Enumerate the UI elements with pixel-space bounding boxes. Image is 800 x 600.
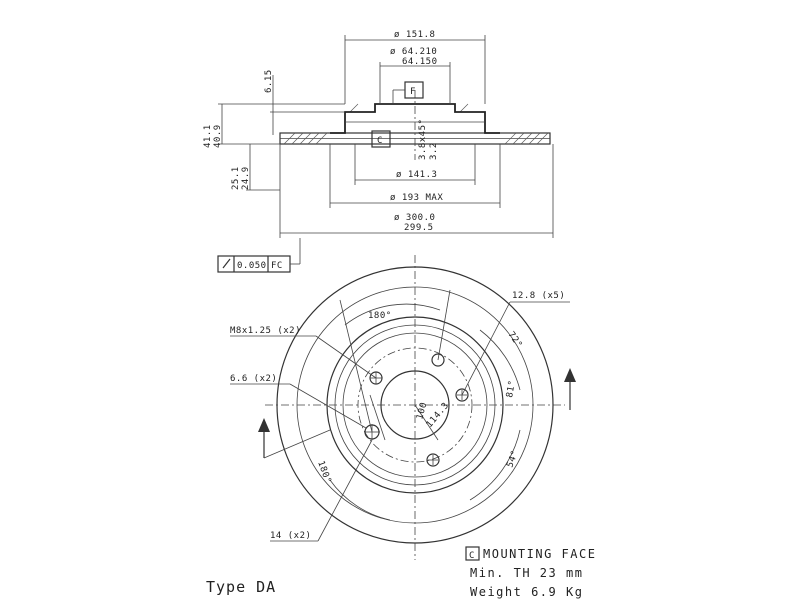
dim-chamfer-a: 3.8x45° [418, 119, 428, 160]
notes-block: C MOUNTING FACE Min. TH 23 mm Weight 6.9… [465, 546, 596, 599]
datum-f-label: F [410, 87, 416, 97]
mounting-face-symbol: C [469, 551, 475, 561]
view-arrow-right-icon [564, 368, 576, 410]
view-arrow-left-icon [258, 418, 331, 459]
dim-dia-141-3: ø 141.3 [396, 170, 437, 180]
callout-hole-14: 14 (x2) [270, 531, 311, 541]
dim-dia-193: ø 193 MAX [390, 193, 443, 203]
bolt-hole [426, 453, 440, 467]
mounting-face-box [465, 546, 480, 561]
angle-81: 81° [505, 379, 518, 398]
callout-thread: M8x1.25 (x2) [230, 326, 301, 336]
dim-radius-100: 100 [415, 401, 429, 421]
weight: Weight 6.9 Kg [470, 585, 583, 599]
bolt-hole [455, 388, 469, 402]
dim-bore-min: 64.150 [402, 57, 438, 67]
hatching [283, 103, 549, 145]
datum-c-box [371, 130, 391, 148]
runout-datum: FC [271, 261, 283, 271]
hat-profile [330, 103, 500, 134]
type-label: Type DA [206, 578, 276, 596]
dim-dia-151-8: ø 151.8 [394, 30, 435, 40]
datum-c-label: C [377, 136, 383, 146]
dim-40-9: 40.9 [213, 124, 223, 148]
angle-180-top: 180° [368, 311, 392, 321]
dim-25-1: 25.1 [231, 166, 241, 190]
dim-dia-300-0: ø 300.0 [394, 213, 435, 223]
dim-chamfer-b: 3.2 [429, 142, 439, 160]
callout-hole-12-8: 12.8 (x5) [512, 291, 565, 301]
angle-54: 54° [505, 449, 520, 469]
dim-24-9: 24.9 [241, 166, 251, 190]
callout-hole-6-6: 6.6 (x2) [230, 374, 277, 384]
dim-41-1: 41.1 [203, 124, 213, 148]
front-view: 180° 180° 72° 81° 54° 100 114.3 M8x1.25 … [230, 255, 576, 560]
min-thickness: Min. TH 23 mm [470, 566, 583, 580]
dim-dia-299-5: 299.5 [404, 223, 434, 233]
dim-6-15: 6.15 [264, 69, 274, 93]
runout-tolerance-frame: 0.050 FC [217, 238, 301, 273]
runout-symbol-icon [222, 258, 231, 269]
angle-72: 72° [506, 330, 524, 350]
dim-bore-max: ø 64.210 [390, 47, 437, 57]
bolt-hole [431, 353, 445, 367]
section-view: ø 151.8 ø 64.210 64.150 F C 6.15 41.1 40… [203, 30, 554, 273]
runout-value: 0.050 [237, 261, 267, 271]
mounting-face-label: MOUNTING FACE [483, 547, 596, 561]
